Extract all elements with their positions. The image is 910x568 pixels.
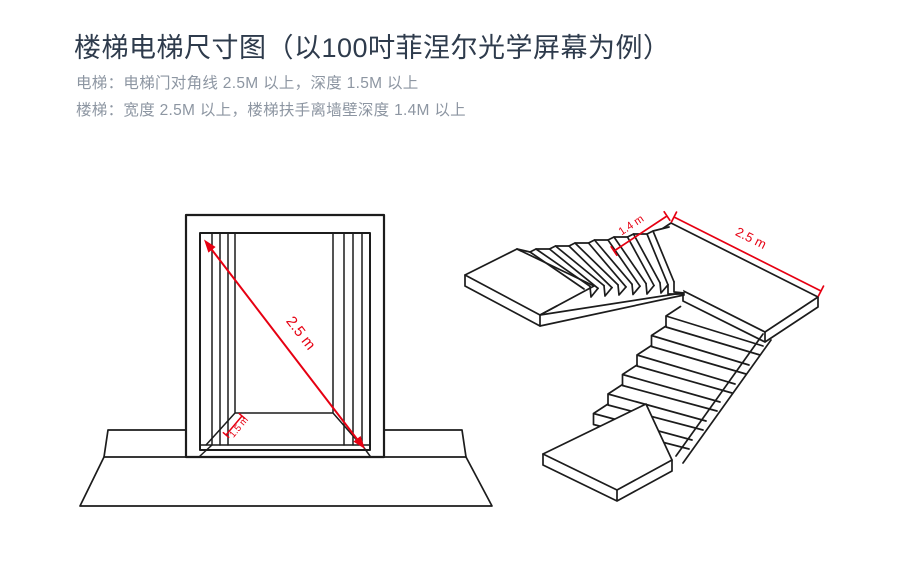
stairs-bottom-slab-thickness (542, 453, 673, 502)
elevator-door-panels (211, 232, 363, 446)
subtitle: 电梯：电梯门对角线 2.5M 以上，深度 1.5M 以上 楼梯：宽度 2.5M … (76, 70, 466, 124)
arrowhead-up-left (204, 239, 216, 253)
elevator-cab-interior (205, 232, 362, 446)
stairs-width-label: 2.5 m (733, 224, 769, 252)
stairs-stringer (675, 333, 772, 464)
stairs-upper-slab-thickness (464, 274, 541, 327)
stairs-drawing: 1.4 m 2.5 m (464, 210, 825, 502)
subtitle-line-stairs: 楼梯：宽度 2.5M 以上，楼梯扶手离墙壁深度 1.4M 以上 (76, 102, 466, 119)
elevator-left-wall (103, 429, 187, 458)
stairs-landing-thickness (682, 290, 819, 343)
elevator-drawing: 2.5 m 1.5 m (79, 213, 493, 507)
elevator-outer-frame (184, 213, 386, 459)
elevator-right-wall (383, 429, 467, 458)
elevator-ground (79, 456, 493, 507)
arrowhead-down-right (353, 436, 365, 449)
subtitle-line-elevator: 电梯：电梯门对角线 2.5M 以上，深度 1.5M 以上 (76, 75, 419, 92)
stairs-upper-flight-lines (516, 226, 685, 327)
elevator-inner-frame (199, 232, 371, 451)
page-title: 楼梯电梯尺寸图（以100吋菲涅尔光学屏幕为例） (74, 33, 671, 63)
